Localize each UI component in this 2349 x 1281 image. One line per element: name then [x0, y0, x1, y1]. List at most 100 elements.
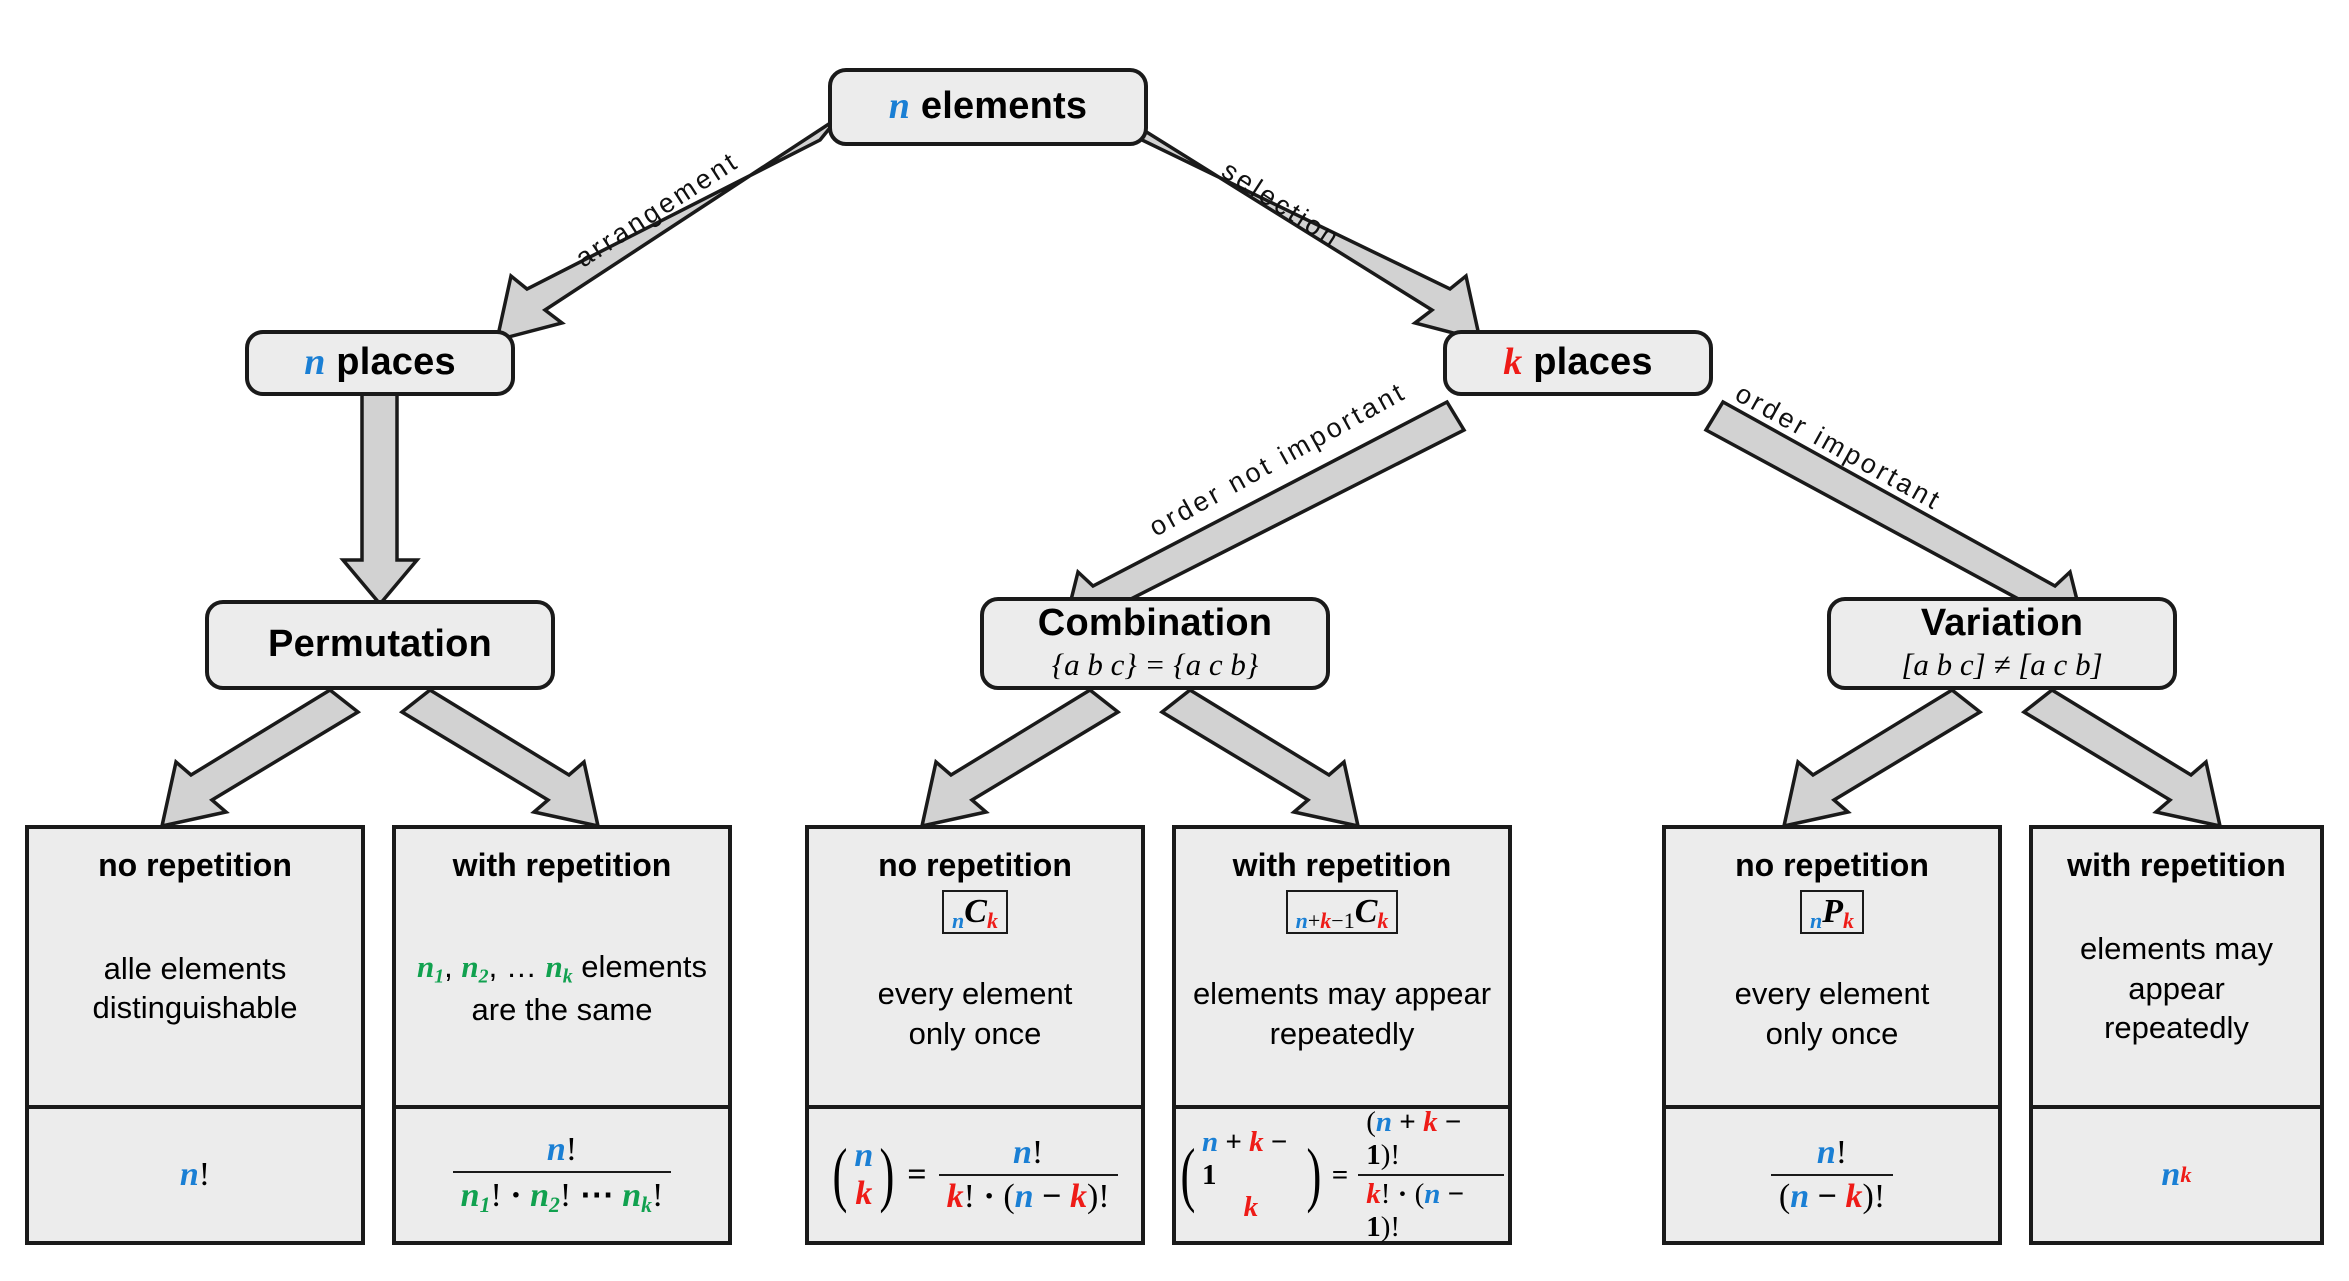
- leaf-upper: no repetition alle elements distinguisha…: [29, 829, 361, 1105]
- leaf-permutation-no-repetition[interactable]: no repetition alle elements distinguisha…: [25, 825, 365, 1245]
- arrow-permutation-to-leaf1: [159, 687, 362, 829]
- equals-sign: =: [1331, 1158, 1349, 1191]
- leaf-desc-line1: every element: [1734, 975, 1930, 1011]
- leaf-heading: no repetition: [98, 847, 292, 883]
- variable-n: n: [2161, 1156, 2181, 1193]
- edge-label-selection: selection: [1216, 155, 1347, 254]
- fraction: n! k! · (n − k)!: [938, 1134, 1118, 1216]
- node-combination-title: Combination: [1037, 601, 1273, 644]
- arrow-variation-to-leaf5: [1781, 687, 1984, 829]
- variable-n: n: [888, 85, 911, 128]
- fraction: n! n1! · n2! ⋯ nk!: [452, 1131, 672, 1218]
- leaf-combination-no-repetition[interactable]: no repetition nCk every element only onc…: [805, 825, 1145, 1245]
- right-paren: ): [1306, 1134, 1322, 1215]
- leaf-desc-line2: only once: [1765, 1015, 1899, 1051]
- symbol-one: 1: [1343, 907, 1355, 933]
- leaf-desc-line2: repeatedly: [1269, 1015, 1415, 1051]
- node-combination[interactable]: Combination {a b c} = {a c b}: [980, 597, 1330, 690]
- leaf-upper: no repetition nPk every element only onc…: [1666, 829, 1998, 1105]
- exponent-k: k: [2180, 1162, 2192, 1187]
- leaf-heading: with repetition: [452, 847, 672, 883]
- fraction-denominator: k! · (n − k)!: [938, 1174, 1118, 1216]
- variable-n: n: [304, 341, 326, 384]
- left-paren: (: [1180, 1134, 1196, 1215]
- arrow-combination-to-leaf3: [919, 687, 1122, 829]
- node-combination-subtitle: {a b c} = {a c b}: [1051, 647, 1259, 683]
- symbol-pre-n: n: [1295, 907, 1308, 933]
- variable-n: n: [179, 1156, 199, 1193]
- node-k-places[interactable]: k places: [1443, 330, 1713, 396]
- symbol-letter: C: [964, 892, 987, 930]
- leaf-combination-with-repetition[interactable]: with repetition n+k−1Ck elements may app…: [1172, 825, 1512, 1245]
- leaf-description: every element only once: [868, 934, 1083, 1105]
- node-n-elements-label: elements: [920, 85, 1088, 128]
- variable-k: k: [1503, 341, 1523, 384]
- edge-label-order-not-important: order not important: [1144, 375, 1412, 543]
- symbol-plus: +: [1307, 907, 1321, 933]
- arrow-root-to-n-places: [494, 116, 840, 343]
- leaf-upper: no repetition nCk every element only onc…: [809, 829, 1141, 1105]
- leaf-permutation-with-repetition[interactable]: with repetition n1, n2, … nk elements ar…: [392, 825, 732, 1245]
- arrow-permutation-to-leaf2: [398, 687, 601, 829]
- leaf-formula: n! (n − k)!: [1666, 1105, 1998, 1241]
- leaf-description: n1, n2, … nk elements are the same: [407, 884, 717, 1105]
- node-k-places-label: places: [1533, 341, 1653, 384]
- leaf-desc-line2: distinguishable: [92, 990, 298, 1026]
- leaf-description: every element only once: [1725, 934, 1940, 1105]
- fraction-numerator: n!: [546, 1131, 578, 1169]
- leaf-desc-line2: are the same: [471, 992, 653, 1028]
- binom-top: n: [854, 1136, 874, 1174]
- fraction-denominator: k! · (n − 1)!: [1358, 1174, 1504, 1244]
- symbol-pre: n: [1809, 907, 1823, 933]
- left-paren: (: [832, 1134, 848, 1215]
- node-n-elements[interactable]: n elements: [828, 68, 1148, 146]
- symbol-post: k: [986, 907, 998, 933]
- fraction-numerator: (n + k − 1)!: [1366, 1106, 1462, 1171]
- fraction-numerator: n!: [1013, 1134, 1044, 1171]
- binom-bottom: k: [1243, 1191, 1259, 1224]
- equals-sign: =: [907, 1156, 927, 1193]
- leaf-desc-line1: elements may appear: [2080, 930, 2273, 1006]
- node-permutation[interactable]: Permutation: [205, 600, 555, 690]
- variable-n1: n1: [416, 949, 445, 988]
- node-variation-title: Variation: [1920, 601, 2084, 644]
- leaf-variation-no-repetition[interactable]: no repetition nPk every element only onc…: [1662, 825, 2002, 1245]
- leaf-variation-with-repetition[interactable]: with repetition elements may appear repe…: [2029, 825, 2324, 1245]
- symbol-letter: C: [1354, 892, 1378, 930]
- node-n-elements-title: n elements: [888, 85, 1088, 128]
- symbol-pre: n: [952, 907, 965, 933]
- leaf-desc-line1: every element: [877, 975, 1073, 1011]
- fraction-numerator: n!: [1816, 1134, 1848, 1171]
- node-n-places[interactable]: n places: [245, 330, 515, 396]
- leaf-description: alle elements distinguishable: [82, 884, 307, 1105]
- leaf-upper: with repetition n+k−1Ck elements may app…: [1176, 829, 1508, 1105]
- leaf-formula: ( n k ) = n! k! · (n − k)!: [809, 1105, 1141, 1241]
- edge-label-order-important: order important: [1730, 378, 1948, 517]
- leaf-desc-line1: alle elements: [103, 950, 287, 986]
- leaf-desc-line2: only once: [908, 1015, 1042, 1051]
- leaf-description: elements may appear repeatedly: [2033, 884, 2320, 1105]
- node-variation[interactable]: Variation [a b c] ≠ [a c b]: [1827, 597, 2177, 690]
- leaf-upper: with repetition elements may appear repe…: [2033, 829, 2320, 1105]
- node-permutation-title: Permutation: [268, 623, 492, 666]
- leaf-formula: n! n1! · n2! ⋯ nk!: [396, 1105, 728, 1241]
- symbol-post: k: [1377, 907, 1389, 933]
- leaf-desc-line2: repeatedly: [2104, 1010, 2249, 1046]
- leaf-heading: no repetition: [1735, 847, 1929, 883]
- node-n-places-label: places: [336, 341, 456, 384]
- arrow-combination-to-leaf4: [1158, 687, 1361, 829]
- node-variation-subtitle: [a b c] ≠ [a c b]: [1901, 647, 2103, 683]
- fraction-denominator: n1! · n2! ⋯ nk!: [452, 1171, 672, 1218]
- variable-nk: nk: [545, 949, 573, 988]
- fraction: (n + k − 1)! k! · (n − 1)!: [1358, 1106, 1504, 1244]
- leaf-formula: ( n + k − 1 k ) = (n +: [1176, 1105, 1508, 1244]
- leaf-desc-line1: n1, n2, … nk elements: [416, 949, 708, 988]
- symbol-nPk: nPk: [1799, 889, 1865, 935]
- node-k-places-title: k places: [1503, 341, 1653, 384]
- arrow-n-places-to-permutation: [339, 391, 421, 607]
- leaf-description: elements may appear repeatedly: [1183, 934, 1501, 1105]
- right-paren: ): [879, 1134, 895, 1215]
- fraction-denominator: (n − k)!: [1770, 1174, 1894, 1216]
